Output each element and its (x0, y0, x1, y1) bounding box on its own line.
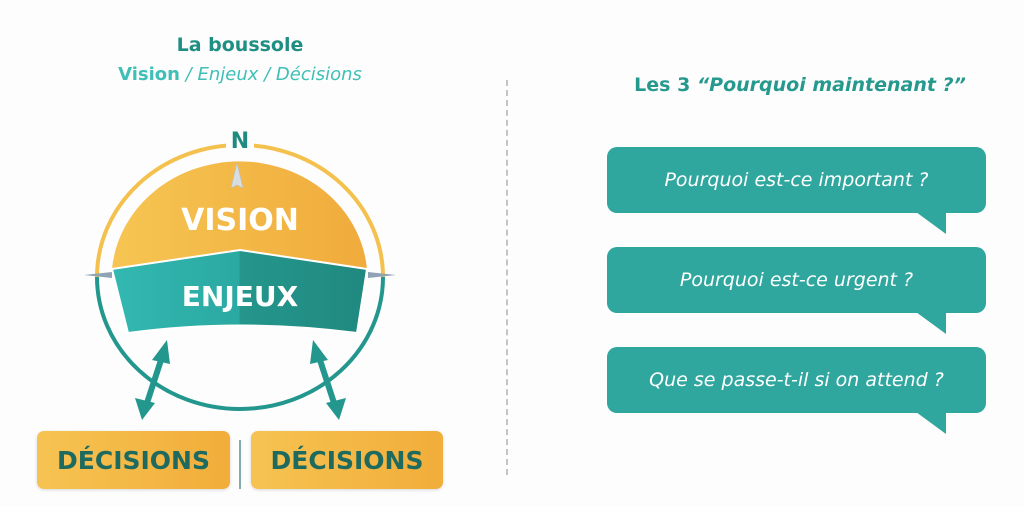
left-double-arrow-icon (135, 340, 170, 420)
decisions-box-right: DÉCISIONS (251, 431, 443, 489)
why-now-prefix: Les 3 (634, 74, 697, 96)
west-marker-icon (84, 272, 112, 278)
compass-subtitle: Vision / Enjeux / Décisions (60, 64, 420, 85)
bubble-tail-icon (916, 412, 946, 434)
subtitle-vision: Vision (118, 64, 180, 85)
north-label: N (231, 129, 249, 154)
bubble-tail-icon (916, 212, 946, 234)
decisions-box-left: DÉCISIONS (37, 431, 230, 489)
compass-title: La boussole (176, 34, 304, 56)
enjeux-label: ENJEUX (182, 280, 299, 313)
question-text: Pourquoi est-ce urgent ? (607, 247, 986, 313)
needle-icon (230, 162, 244, 189)
vision-label: VISION (181, 203, 299, 238)
compass-ring-bottom (95, 276, 385, 411)
question-bubble: Que se passe-t-il si on attend ? (607, 347, 986, 434)
east-marker-icon (368, 272, 396, 278)
question-text: Que se passe-t-il si on attend ? (607, 347, 986, 413)
question-text: Pourquoi est-ce important ? (607, 147, 986, 213)
why-now-quote: “Pourquoi maintenant ?” (696, 74, 966, 96)
dashed-divider (506, 80, 508, 475)
vision-segment (112, 161, 367, 269)
bubble-tail-icon (916, 312, 946, 334)
question-bubble: Pourquoi est-ce urgent ? (607, 247, 986, 334)
right-double-arrow-icon (310, 340, 346, 420)
enjeux-segment (110, 248, 369, 335)
subtitle-rest: / Enjeux / Décisions (179, 64, 362, 85)
why-now-title: Les 3 “Pourquoi maintenant ?” (590, 74, 1010, 96)
question-bubble: Pourquoi est-ce important ? (607, 147, 986, 234)
